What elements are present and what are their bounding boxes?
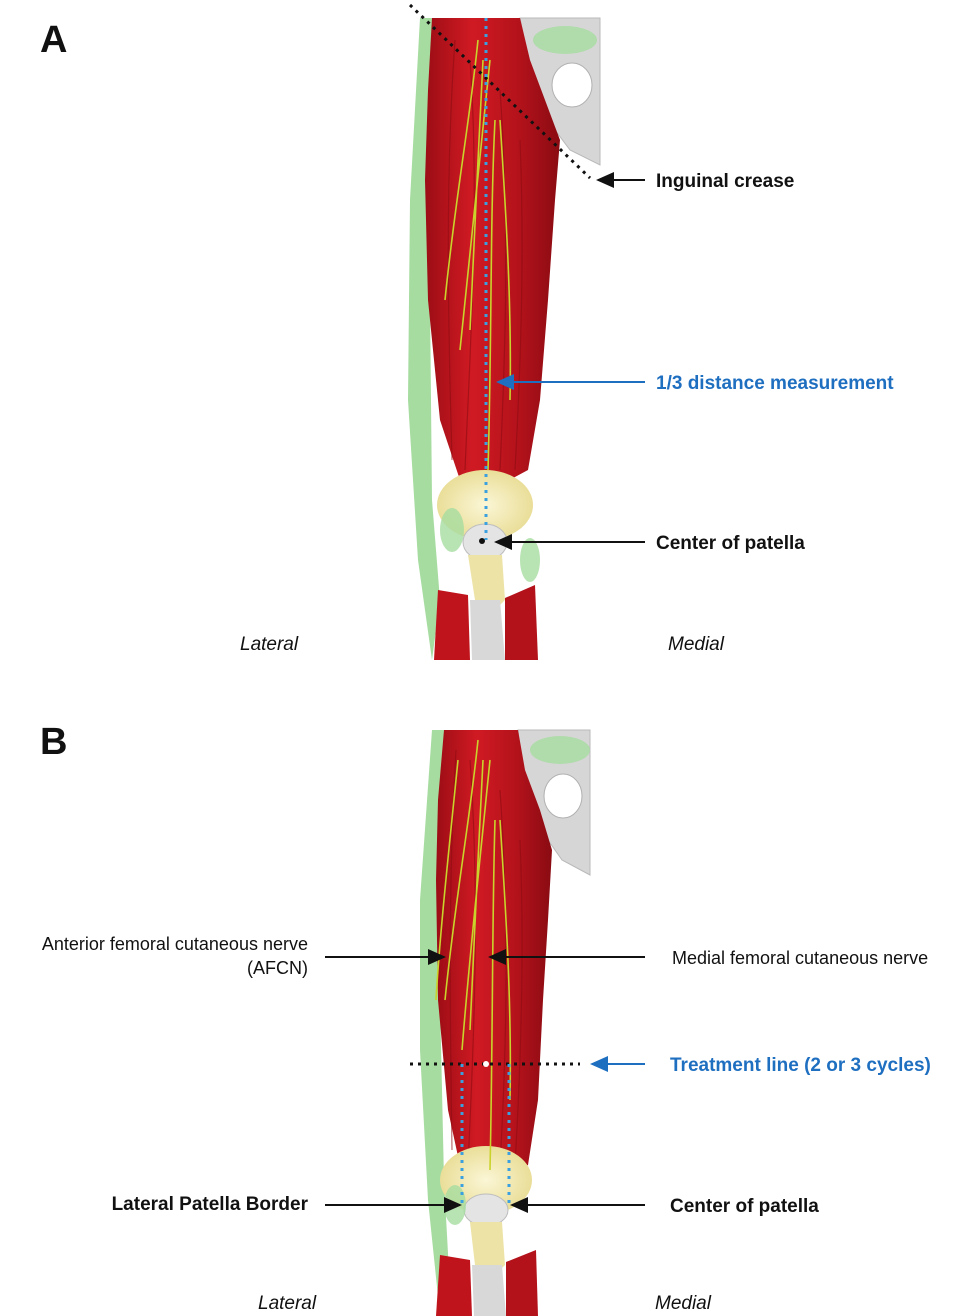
- thigh-illustration-b: [420, 730, 590, 1316]
- lower-leg-muscles-medial: [505, 585, 538, 660]
- medial-label-b: Medial: [655, 1293, 712, 1314]
- lateral-patella-border-label: Lateral Patella Border: [112, 1194, 309, 1215]
- medial-label-a: Medial: [668, 634, 725, 655]
- patella-center-label-b: Center of patella: [670, 1196, 819, 1217]
- treatment-line-label: Treatment line (2 or 3 cycles): [670, 1055, 931, 1076]
- panel-a: A: [40, 5, 894, 660]
- obturator-foramen: [552, 63, 592, 107]
- distance-label: 1/3 distance measurement: [656, 373, 894, 394]
- pelvis-fascia: [533, 26, 597, 54]
- patella-center-label-a: Center of patella: [656, 533, 805, 554]
- thigh-illustration-a: [408, 18, 600, 660]
- pelvis-fascia-b: [530, 736, 590, 764]
- obturator-foramen-b: [544, 774, 582, 818]
- afcn-label-line1: Anterior femoral cutaneous nerve: [42, 934, 308, 954]
- treatment-point: [483, 1061, 489, 1067]
- lateral-label-a: Lateral: [240, 634, 299, 655]
- knee-fascia-lateral: [440, 508, 464, 552]
- thigh-muscles: [425, 18, 560, 485]
- panel-b-letter: B: [40, 721, 67, 763]
- lateral-label-b: Lateral: [258, 1293, 317, 1314]
- lower-leg-muscles-b: [436, 1255, 472, 1316]
- patella-b: [464, 1194, 508, 1226]
- patella-center-dot: [479, 538, 485, 544]
- medial-nerve-label: Medial femoral cutaneous nerve: [672, 948, 928, 968]
- lower-leg-muscles-medial-b: [506, 1250, 538, 1316]
- tibia-bone: [470, 600, 505, 660]
- knee-fascia-medial: [520, 538, 540, 582]
- tibia-bone-b: [472, 1265, 506, 1316]
- panel-a-letter: A: [40, 19, 67, 61]
- inguinal-crease-label: Inguinal crease: [656, 171, 794, 192]
- afcn-label-line2: (AFCN): [247, 958, 308, 978]
- panel-b: B Anterior femoral cutan: [40, 721, 931, 1316]
- lower-leg-muscles: [434, 590, 470, 660]
